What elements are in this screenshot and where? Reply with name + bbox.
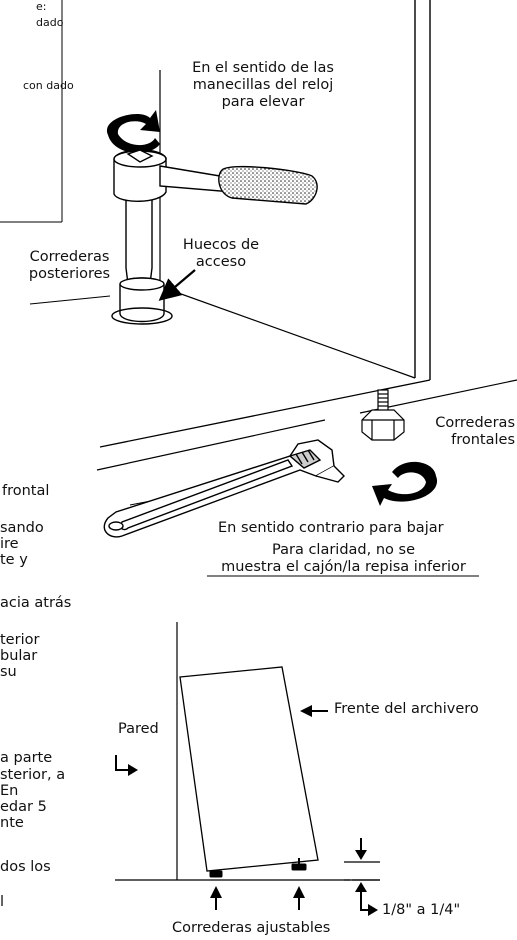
cabinet-front-label: Frente del archivero — [334, 701, 479, 717]
left-fragment-3: ire — [0, 536, 19, 552]
cabinet-outline — [179, 666, 319, 872]
tilt-diagram — [115, 622, 380, 881]
front-glide-illustration — [361, 389, 405, 441]
clarity-note-line2: muestra el cajón/la repisa inferior — [221, 559, 466, 575]
gap-dimension — [344, 838, 380, 916]
counterclockwise-arrow-icon — [372, 461, 438, 506]
clockwise-label: En el sentido de las manecillas del relo… — [168, 60, 358, 111]
adjustable-wrench-illustration — [103, 439, 345, 538]
rear-glide — [209, 870, 223, 878]
box-text-3: con dado — [23, 79, 74, 92]
left-fragment-4: te y — [0, 552, 28, 568]
rear-glides-label: Correderas posteriores — [22, 249, 117, 283]
clockwise-arrow-icon — [106, 110, 160, 153]
front-glides-label: Correderas frontales — [418, 415, 515, 449]
gap-label: 1/8" a 1/4" — [382, 902, 461, 918]
box-text-2: dado — [36, 16, 64, 29]
socket-wrench-illustration — [111, 149, 318, 325]
front-glides-line2: frontales — [451, 432, 515, 448]
left-fragment-12: edar 5 — [0, 799, 47, 815]
left-fragment-13: nte — [0, 815, 24, 831]
wall-label: Pared — [118, 721, 159, 737]
left-fragment-5: acia atrás — [0, 595, 72, 611]
access-holes-label: Huecos de acceso — [178, 237, 264, 271]
front-glides-line1: Correderas — [435, 415, 515, 431]
counterclockwise-label: En sentido contrario para bajar — [218, 520, 444, 536]
instruction-box — [0, 0, 63, 223]
wall-arrow — [115, 755, 138, 776]
clockwise-label-line3: para elevar — [221, 94, 305, 110]
left-fragment-6: terior — [0, 632, 40, 648]
left-fragment-1: frontal — [2, 483, 50, 499]
left-fragment-15: l — [0, 894, 5, 910]
clarity-note-line1: Para claridad, no se — [272, 542, 415, 558]
cabinet-front-arrow — [300, 705, 328, 717]
access-holes-line2: acceso — [195, 254, 247, 270]
clarity-note: Para claridad, no se muestra el cajón/la… — [200, 542, 487, 576]
left-fragment-9: a parte — [0, 750, 53, 766]
clockwise-label-line2: manecillas del reloj — [192, 77, 334, 93]
clockwise-label-line1: En el sentido de las — [192, 60, 334, 76]
box-text-1: e: — [36, 0, 47, 13]
rear-glides-line2: posteriores — [28, 266, 111, 282]
left-fragment-11: En — [0, 783, 19, 799]
left-fragment-8: su — [0, 664, 17, 680]
left-fragment-7: bular — [0, 648, 38, 664]
left-fragment-2: sando — [0, 520, 44, 536]
glide-up-arrows — [210, 886, 305, 910]
left-fragment-14: dos los — [0, 859, 51, 875]
adjustable-glides-label: Correderas ajustables — [172, 920, 331, 936]
left-fragment-10: sterior, a — [0, 767, 66, 783]
access-hole-arrow — [158, 269, 196, 301]
access-holes-line1: Huecos de — [182, 237, 260, 253]
rear-glides-line1: Correderas — [29, 249, 110, 265]
